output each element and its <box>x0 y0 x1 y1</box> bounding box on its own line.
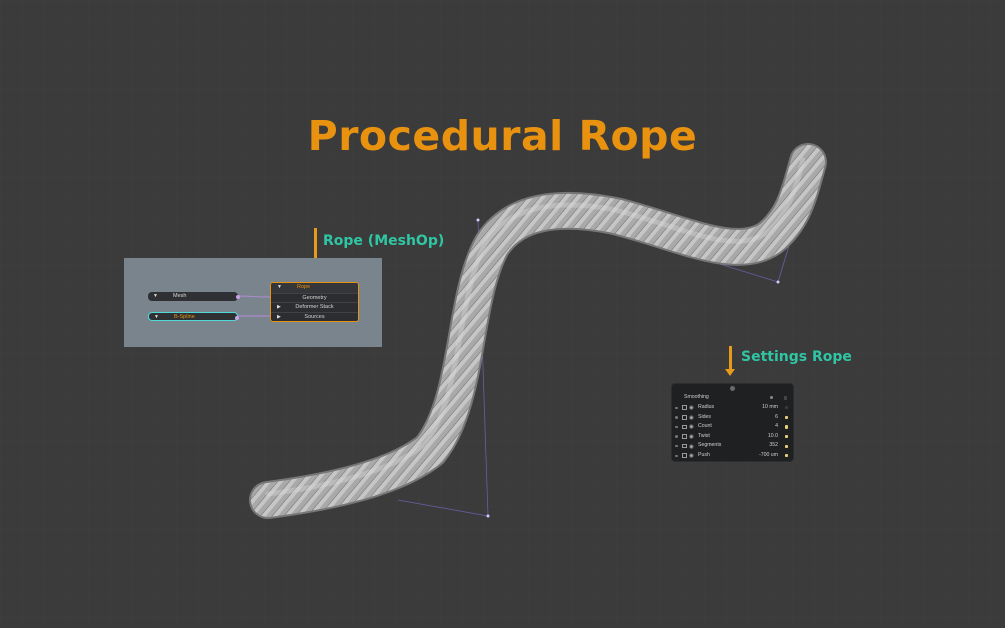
eye-icon[interactable]: ◉ <box>689 414 694 421</box>
node-mesh[interactable]: ▼ Mesh <box>148 292 240 301</box>
label-settings-rope: Settings Rope <box>741 349 852 365</box>
label-rope-meshop: Rope (MeshOp) <box>323 233 445 249</box>
eye-icon[interactable]: ◉ <box>689 453 694 460</box>
node-bspline[interactable]: ▼ B-Spline <box>148 312 239 321</box>
settings-row-value[interactable]: -700 um <box>758 452 778 458</box>
settings-row-value[interactable]: 10 mm <box>762 404 778 410</box>
keyframe-dot-icon[interactable] <box>675 444 678 448</box>
settings-row-name: Twist <box>698 432 710 439</box>
node-rope-header[interactable]: ▼ Rope <box>271 283 358 293</box>
lock-icon[interactable] <box>682 443 687 449</box>
lock-icon[interactable] <box>682 405 687 410</box>
settings-smoothing-label: Smoothing <box>684 394 709 400</box>
funnel-icon: ▼ <box>153 293 158 299</box>
settings-panel[interactable]: Smoothing ◉ Radius 10 mm ◉ Sides 6 ◉ Cou… <box>671 383 794 462</box>
settings-row-value[interactable]: 10.0 <box>767 432 778 439</box>
keyframe-dot-icon[interactable] <box>675 406 678 410</box>
node-rope-row-geometry[interactable]: Geometry <box>271 292 358 304</box>
settings-row[interactable]: ◉ Push -700 um <box>672 451 793 461</box>
eye-icon[interactable]: ◉ <box>689 405 694 412</box>
channel-icon[interactable] <box>784 406 788 410</box>
settings-row-name: Count <box>698 423 712 430</box>
settings-row-value[interactable]: 4 <box>775 423 778 430</box>
lock-icon[interactable] <box>682 424 687 430</box>
lock-icon[interactable] <box>682 434 687 439</box>
eye-icon[interactable]: ◉ <box>689 443 694 450</box>
channel-icon[interactable] <box>784 415 788 419</box>
play-icon[interactable]: ▶ <box>277 313 281 320</box>
node-mesh-label: Mesh <box>173 293 187 299</box>
keyframe-dot-icon[interactable] <box>675 425 678 429</box>
node-rope-row-sources[interactable]: ▶ Sources <box>271 311 358 322</box>
node-rope-row-deformer-stack[interactable]: ▶ Deformer Stack <box>271 302 358 313</box>
funnel-icon: ▼ <box>277 284 282 290</box>
settings-row-value[interactable]: 6 <box>775 413 778 420</box>
radio-icon[interactable] <box>770 396 773 400</box>
keyframe-dot-icon[interactable] <box>675 435 678 438</box>
arrow-down-icon <box>725 346 735 376</box>
node-wires <box>237 295 271 317</box>
settings-row[interactable]: ◉ Twist 10.0 <box>672 432 793 442</box>
settings-row-name: Segments <box>698 442 722 449</box>
settings-row-smoothing[interactable]: Smoothing <box>672 393 793 403</box>
settings-row[interactable]: ◉ Sides 6 <box>672 413 793 423</box>
lock-icon[interactable] <box>682 453 687 458</box>
settings-row[interactable]: ◉ Radius 10 mm <box>672 403 793 413</box>
play-icon[interactable]: ▶ <box>277 304 281 310</box>
node-rope-title: Rope <box>297 284 311 290</box>
output-port[interactable] <box>236 294 240 299</box>
checkbox-icon[interactable] <box>783 396 787 400</box>
lock-icon[interactable] <box>682 414 687 420</box>
settings-row[interactable]: ◉ Count 4 <box>672 422 793 432</box>
node-bspline-label: B-Spline <box>174 314 195 320</box>
funnel-icon: ▼ <box>154 314 159 320</box>
rope-mesh <box>251 145 825 517</box>
settings-row-name: Sides <box>698 413 711 420</box>
channel-icon[interactable] <box>784 434 788 439</box>
node-rope-row-sources-label: Sources <box>304 313 325 320</box>
node-editor[interactable]: ▼ Mesh ▼ B-Spline ▼ Rope Geometry ▶ Defo… <box>124 258 382 347</box>
channel-icon[interactable] <box>784 444 788 448</box>
node-rope-row-deformer-label: Deformer Stack <box>295 304 334 310</box>
panel-grip-icon[interactable] <box>730 386 735 391</box>
settings-row[interactable]: ◉ Segments 352 <box>672 441 793 451</box>
keyframe-dot-icon[interactable] <box>675 416 678 419</box>
channel-icon[interactable] <box>784 454 788 458</box>
keyframe-dot-icon[interactable] <box>675 454 678 458</box>
eye-icon[interactable]: ◉ <box>689 433 694 440</box>
page-title: Procedural Rope <box>307 112 698 160</box>
channel-icon[interactable] <box>784 425 788 429</box>
settings-row-value[interactable]: 352 <box>769 442 778 449</box>
node-rope[interactable]: ▼ Rope Geometry ▶ Deformer Stack ▶ Sourc… <box>270 282 359 322</box>
eye-icon[interactable]: ◉ <box>689 424 694 431</box>
settings-row-name: Push <box>698 452 710 458</box>
settings-row-name: Radius <box>698 404 715 410</box>
output-port[interactable] <box>235 315 239 320</box>
